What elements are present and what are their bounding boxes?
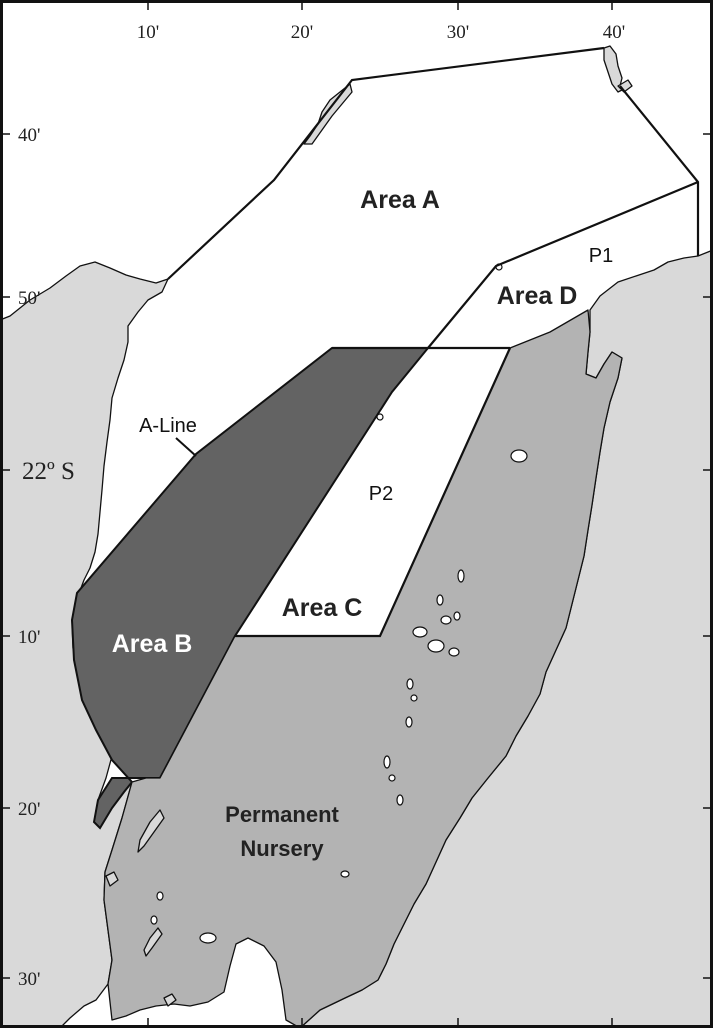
island <box>410 694 418 702</box>
top-tick-label: 20' <box>291 22 313 43</box>
area-c-boundary <box>235 347 512 638</box>
island <box>412 626 428 638</box>
area-b-label: Area B <box>112 630 193 658</box>
latitude-label: 22º S <box>22 458 75 485</box>
left-tick-label: 50' <box>18 288 40 309</box>
island <box>453 611 461 621</box>
right-tick-marks <box>703 133 711 979</box>
bottom-tick-marks <box>147 1018 613 1026</box>
nursery-islands <box>150 263 528 944</box>
island <box>427 639 445 653</box>
a-line-label: A-Line <box>139 415 197 437</box>
area-d-label: Area D <box>497 282 578 310</box>
top-tick-marks <box>147 2 613 10</box>
nursery-label-line2: Nursery <box>240 836 324 861</box>
p1-label: P1 <box>589 245 613 267</box>
island <box>405 716 413 728</box>
top-tick-label: 40' <box>603 22 625 43</box>
island <box>396 794 404 806</box>
left-tick-label: 40' <box>18 125 40 146</box>
top-tick-label: 10' <box>137 22 159 43</box>
islet <box>105 871 119 887</box>
a-line-pointer <box>175 437 197 457</box>
area-a-label: Area A <box>360 186 440 214</box>
area-d-boundary <box>427 180 699 349</box>
island <box>457 569 465 583</box>
island <box>199 932 217 944</box>
left-tick-label: 30' <box>18 969 40 990</box>
island <box>388 774 396 782</box>
left-tick-label: 10' <box>18 627 40 648</box>
island <box>510 449 528 463</box>
islet <box>163 993 177 1007</box>
island <box>436 594 444 606</box>
island <box>383 755 391 769</box>
northern-island-1 <box>303 83 353 145</box>
island <box>440 615 452 625</box>
island <box>406 678 414 690</box>
islet <box>143 927 163 957</box>
island <box>150 915 158 925</box>
top-tick-label: 30' <box>447 22 469 43</box>
island <box>156 891 164 901</box>
left-tick-marks <box>2 133 10 979</box>
nursery-label-line1: Permanent <box>225 802 339 827</box>
left-tick-label: 20' <box>18 799 40 820</box>
permanent-nursery-region <box>103 309 623 1028</box>
island <box>448 647 460 657</box>
island <box>376 413 384 421</box>
area-a-boundary <box>167 46 605 280</box>
p2-label: P2 <box>369 483 393 505</box>
island <box>340 870 350 878</box>
islet <box>137 809 165 853</box>
area-c-label: Area C <box>282 594 363 622</box>
